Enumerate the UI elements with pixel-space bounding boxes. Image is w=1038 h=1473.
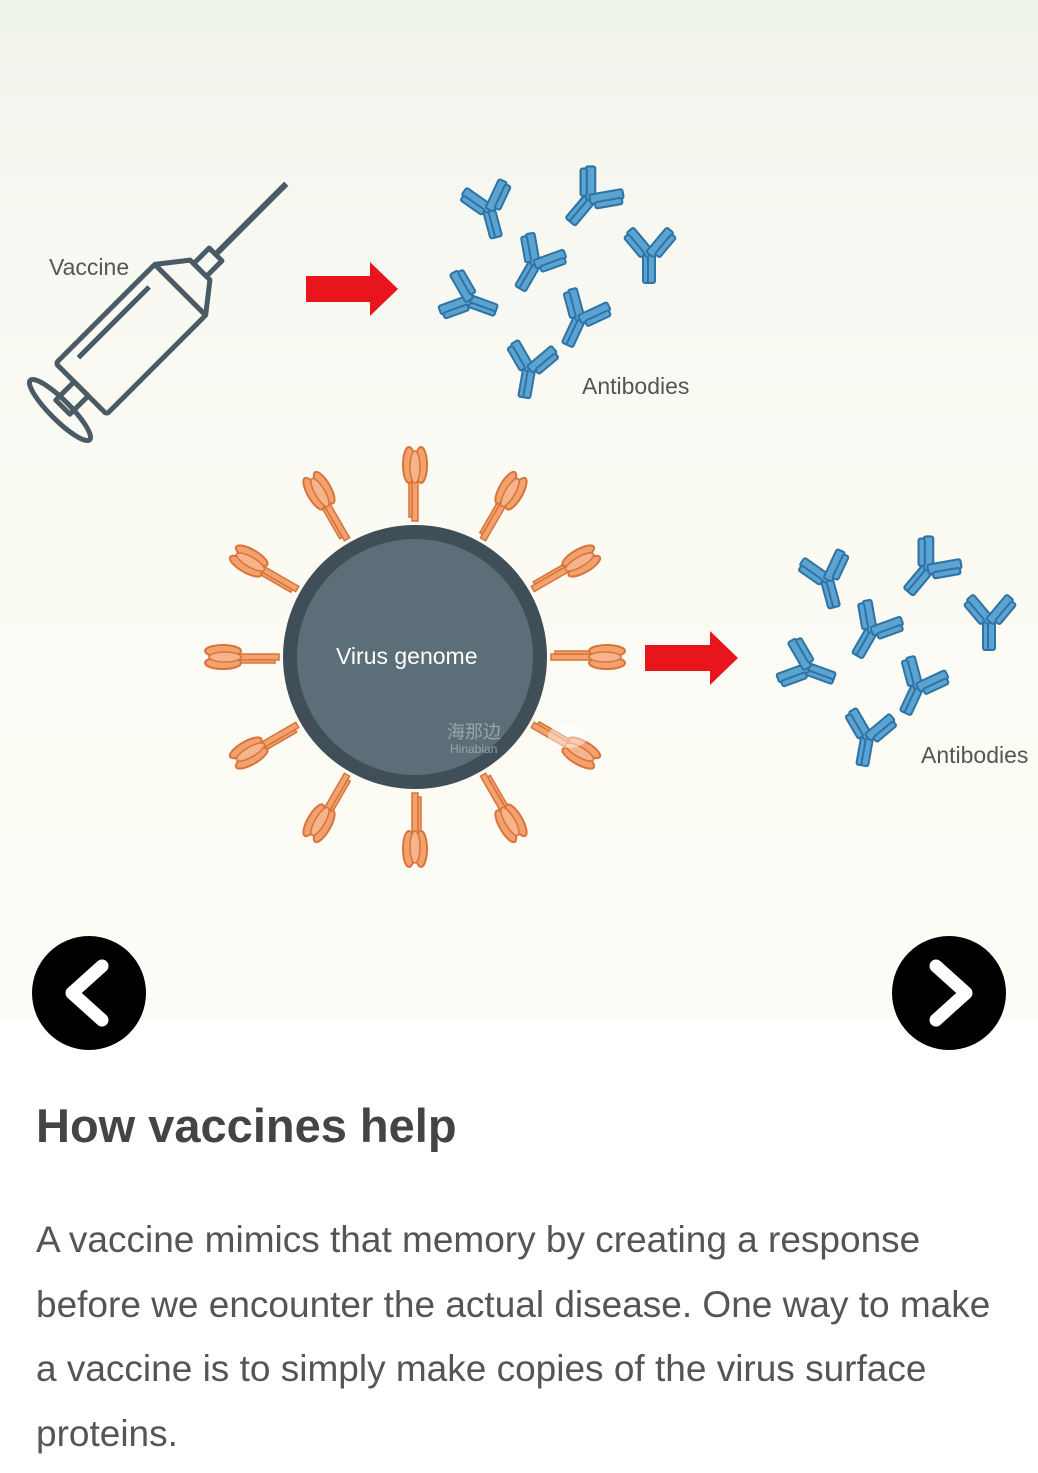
spike-protein-icon (204, 644, 280, 670)
virus-icon (204, 446, 626, 868)
arrow-icon (306, 262, 398, 316)
next-slide-button[interactable] (892, 936, 1006, 1050)
chevron-right-icon (929, 959, 973, 1027)
virus-genome-label: Virus genome (336, 643, 478, 669)
spike-protein-icon (471, 767, 532, 846)
spike-protein-icon (298, 767, 359, 846)
spike-protein-icon (226, 540, 305, 601)
watermark-cn: 海那边 (447, 722, 501, 742)
watermark-logo-icon (548, 724, 588, 748)
spike-protein-icon (402, 792, 428, 868)
antibodies-label-bottom: Antibodies (921, 742, 1028, 768)
antibodies-cluster-top (433, 158, 679, 404)
spike-protein-icon (550, 644, 626, 670)
arrow-icon (645, 631, 738, 685)
previous-slide-button[interactable] (32, 936, 146, 1050)
spike-protein-icon (402, 446, 428, 522)
chevron-left-icon (65, 959, 109, 1027)
antibodies-label-top: Antibodies (582, 373, 689, 399)
spike-protein-icon (525, 540, 604, 601)
article-body: A vaccine mimics that memory by creating… (36, 1219, 991, 1454)
spike-protein-icon (471, 468, 532, 547)
spike-protein-icon (298, 468, 359, 547)
watermark-en: Hinabian (450, 742, 497, 756)
antibodies-cluster-bottom (771, 528, 1019, 772)
spike-protein-icon (226, 713, 305, 774)
vaccine-illustration: Vaccine Antibodies Virus genome 海那边 Hina… (0, 0, 1038, 1020)
syringe-icon (26, 181, 289, 444)
vaccine-label: Vaccine (49, 254, 129, 280)
article-title: How vaccines help (36, 1099, 457, 1152)
